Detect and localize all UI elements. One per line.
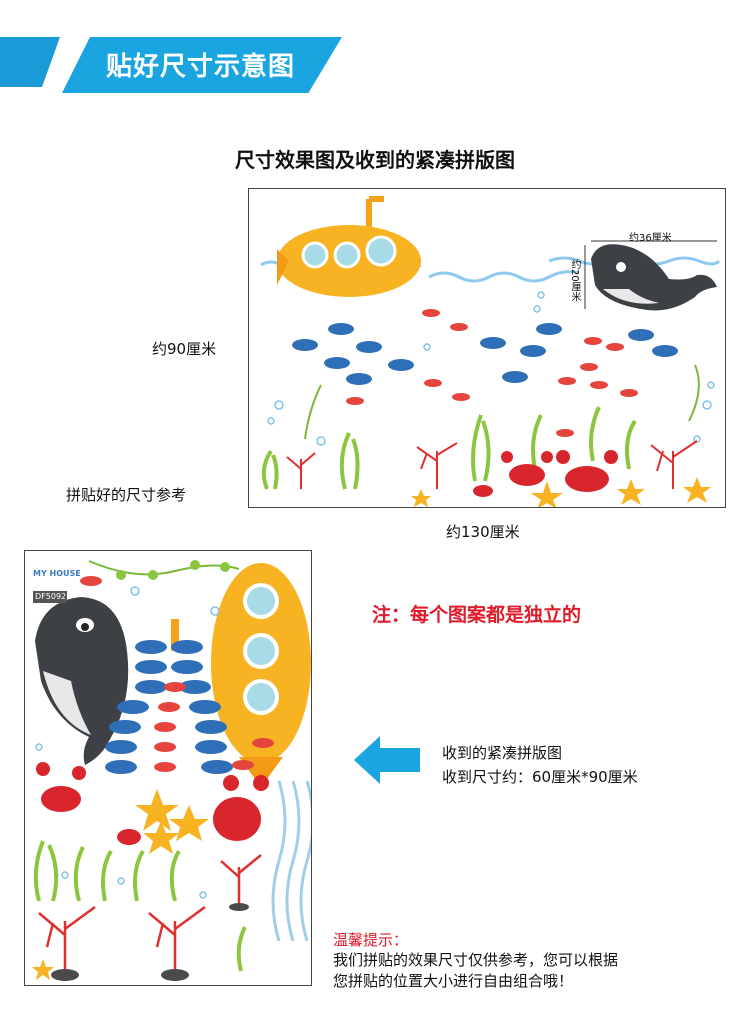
reference-label: 拼贴好的尺寸参考: [66, 486, 187, 504]
left-arrow-icon: [354, 736, 420, 784]
banner-title: 贴好尺寸示意图: [106, 52, 296, 82]
result-illustration: 约36厘米 约20厘米: [248, 188, 726, 508]
tips-line-1: 我们拼贴的效果尺寸仅供参考，您可以根据: [333, 951, 619, 969]
sheet-scene: [32, 560, 311, 981]
whale-height-label: 约20厘米: [569, 259, 580, 302]
received-size-label: 收到尺寸约：60厘米*90厘米: [442, 768, 638, 786]
title-banner: [62, 37, 342, 93]
independent-pattern-note: 注：每个图案都是独立的: [372, 604, 582, 626]
whale-width-label: 约36厘米: [629, 233, 672, 244]
section-title: 尺寸效果图及收到的紧凑拼版图: [235, 148, 515, 172]
whale-icon: [591, 244, 717, 311]
banner-tail: [0, 37, 60, 87]
sheet-code: DF5092: [35, 592, 67, 601]
received-sheet-label: 收到的紧凑拼版图: [442, 744, 563, 762]
tips-line-2: 您拼贴的位置大小进行自由组合哦！: [333, 972, 574, 990]
sheet-code-box: [33, 591, 67, 603]
submarine-icon: [171, 563, 311, 787]
height-label: 约90厘米: [152, 340, 217, 358]
result-scene: [260, 196, 721, 507]
brand-logo: MY HOUSE: [33, 569, 81, 578]
sheet-illustration: DF5092 MY HOUSE: [24, 550, 312, 986]
submarine-icon: [277, 196, 421, 297]
width-label: 约130厘米: [446, 523, 520, 541]
tips-title: 温馨提示：: [333, 931, 409, 949]
whale-icon: [35, 597, 129, 765]
